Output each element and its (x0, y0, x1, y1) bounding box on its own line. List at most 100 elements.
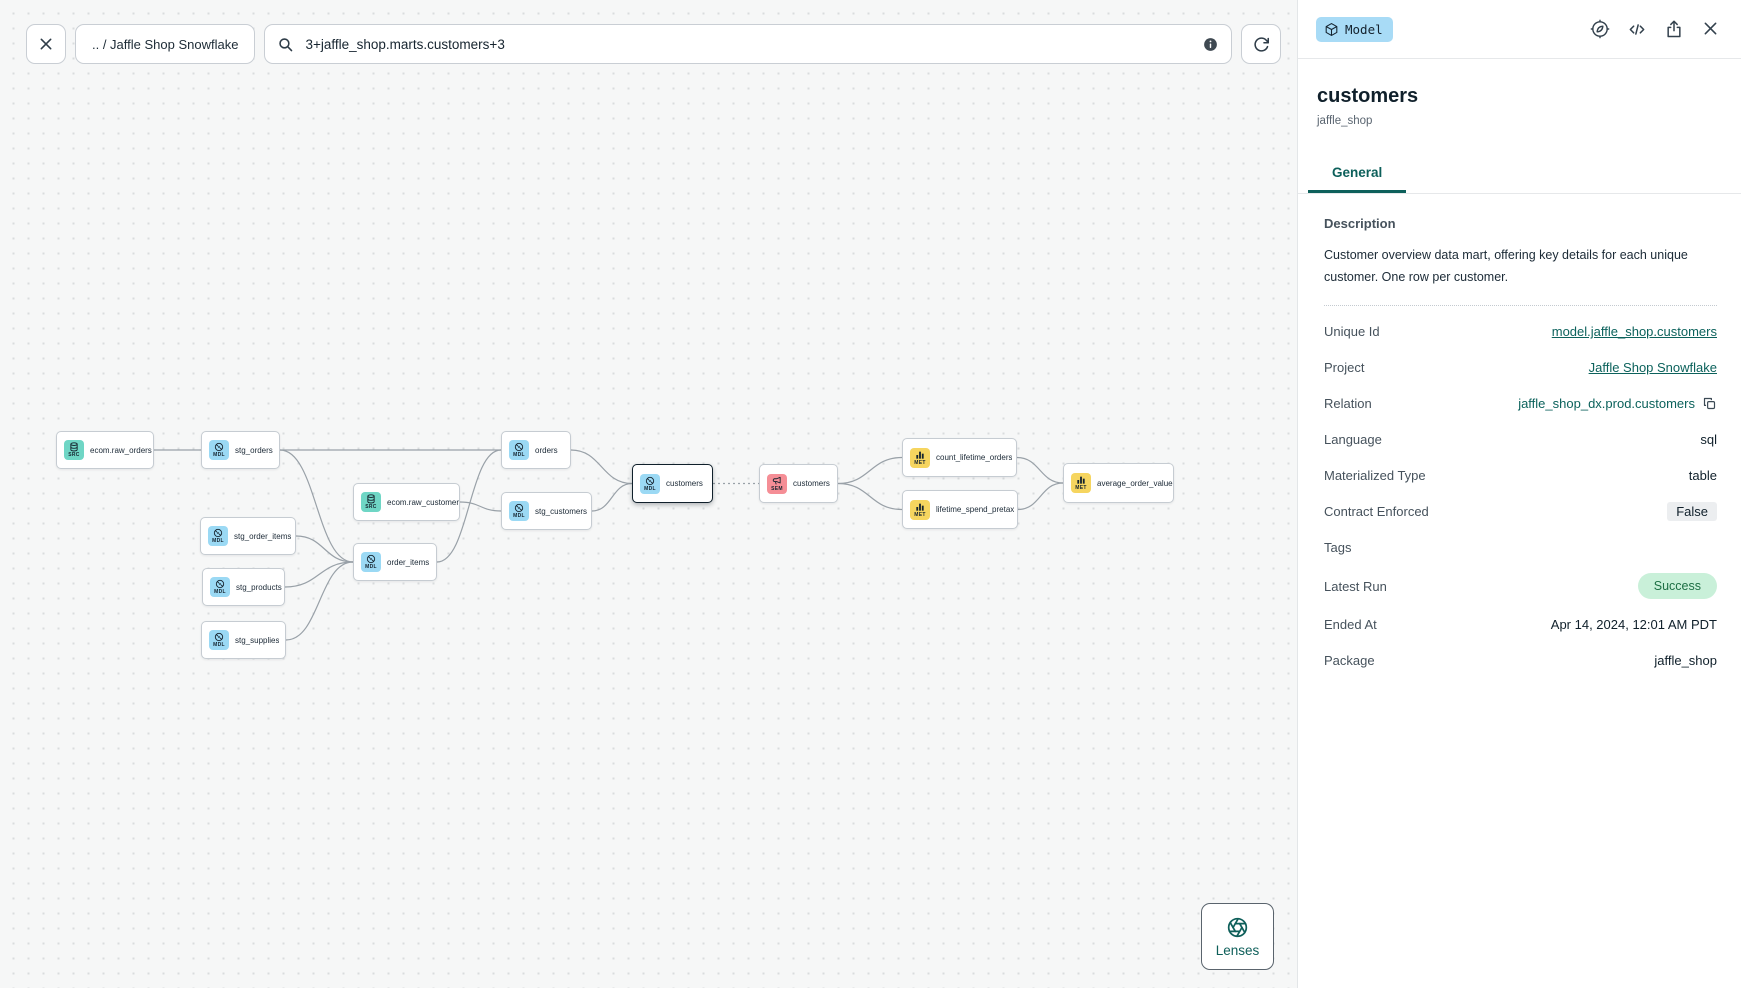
field-value: False (1667, 502, 1717, 521)
field-value: jaffle_shop_dx.prod.customers (1518, 396, 1717, 411)
node-label: average_order_value (1097, 478, 1173, 488)
graph-node-stg_customers[interactable]: MDL stg_customers (501, 492, 592, 530)
lineage-search[interactable] (264, 24, 1232, 64)
field-row-contract-enforced: Contract Enforced False (1324, 501, 1717, 522)
field-link[interactable]: model.jaffle_shop.customers (1551, 324, 1717, 339)
database-icon: SRC (361, 492, 381, 512)
graph-node-average_order_value[interactable]: MET average_order_value (1063, 463, 1174, 503)
field-row-relation: Relation jaffle_shop_dx.prod.customers (1324, 393, 1717, 414)
node-label: order_items (387, 557, 430, 567)
edge-customers_sem-to-count_lifetime_orders (837, 456, 903, 485)
tab-general[interactable]: General (1308, 157, 1407, 193)
graph-node-orders[interactable]: MDL orders (501, 431, 571, 469)
details-panel: Model customers jaffle_shop General Desc… (1297, 0, 1741, 988)
model-orb-icon: MDL (208, 526, 228, 546)
search-input[interactable] (303, 35, 1193, 53)
field-label: Project (1324, 360, 1365, 375)
field-label: Language (1324, 432, 1382, 447)
graph-node-stg_orders[interactable]: MDL stg_orders (201, 431, 280, 469)
field-label: Latest Run (1324, 578, 1387, 594)
edge-stg_order_items-to-order_items (295, 535, 354, 563)
lenses-label: Lenses (1215, 942, 1260, 958)
model-orb-icon: MDL (509, 501, 529, 521)
edge-ecom.raw_customers-to-stg_customers (459, 501, 502, 512)
package-subtitle: jaffle_shop (1317, 115, 1373, 127)
status-badge: Success (1637, 573, 1717, 599)
description-label: Description (1324, 216, 1396, 231)
panel-header: Model (1298, 0, 1741, 59)
field-value: Apr 14, 2024, 12:01 AM PDT (1550, 617, 1717, 632)
bar-chart-icon: MET (910, 447, 930, 468)
field-row-latest-run: Latest Run Success (1324, 573, 1717, 599)
graph-node-customers[interactable]: MDL customers (632, 464, 713, 503)
edge-order_items-to-orders (436, 449, 502, 563)
field-value: table (1688, 468, 1717, 483)
graph-node-stg_supplies[interactable]: MDL stg_supplies (201, 621, 286, 659)
node-label: stg_products (236, 582, 282, 592)
edge-customers_sem-to-lifetime_spend_pretax (837, 482, 903, 511)
node-label: stg_orders (235, 445, 273, 455)
info-icon[interactable] (1202, 36, 1219, 53)
field-row-tags: Tags (1324, 537, 1717, 558)
code-icon[interactable] (1627, 19, 1647, 39)
panel-tabs: General (1298, 157, 1741, 194)
search-icon (277, 36, 294, 53)
close-panel-icon[interactable] (1701, 19, 1721, 39)
field-row-language: Language sql (1324, 429, 1717, 450)
field-value: sql (1700, 432, 1717, 447)
edge-stg_customers-to-customers (591, 482, 633, 512)
description-text: Customer overview data mart, offering ke… (1324, 248, 1688, 284)
explore-compass-icon[interactable] (1590, 19, 1610, 39)
copy-icon[interactable] (1702, 396, 1717, 411)
model-orb-icon: MDL (640, 473, 660, 494)
model-orb-icon: MDL (509, 440, 529, 460)
field-link[interactable]: Jaffle Shop Snowflake (1588, 360, 1717, 375)
bar-chart-icon: MET (1071, 473, 1091, 493)
field-value: Jaffle Shop Snowflake (1589, 360, 1717, 375)
close-lineage-button[interactable] (26, 24, 66, 64)
field-label: Materialized Type (1324, 468, 1426, 483)
node-label: customers (793, 479, 830, 488)
model-orb-icon: MDL (209, 630, 229, 650)
refresh-button[interactable] (1241, 24, 1281, 64)
close-icon (38, 36, 54, 52)
field-value: jaffle_shop (1654, 653, 1717, 668)
field-label: Relation (1324, 396, 1372, 411)
field-row-materialized-type: Materialized Type table (1324, 465, 1717, 486)
divider (1324, 305, 1717, 306)
node-label: orders (535, 445, 558, 455)
breadcrumb[interactable]: .. / Jaffle Shop Snowflake (75, 24, 256, 64)
field-value: model.jaffle_shop.customers (1552, 324, 1717, 339)
lenses-button[interactable]: Lenses (1201, 903, 1274, 970)
graph-node-customers_sem[interactable]: SEM customers (759, 464, 838, 503)
model-orb-icon: MDL (209, 440, 229, 460)
edge-stg_supplies-to-order_items (285, 561, 354, 641)
node-label: customers (666, 479, 703, 488)
resource-type-badge: Model (1316, 16, 1393, 42)
lineage-toolbar: .. / Jaffle Shop Snowflake (26, 24, 1281, 64)
refresh-icon (1253, 36, 1270, 53)
field-label: Contract Enforced (1324, 504, 1429, 519)
edge-stg_orders-to-order_items (279, 449, 354, 563)
field-row-project: Project Jaffle Shop Snowflake (1324, 357, 1717, 378)
bar-chart-icon: MET (910, 499, 930, 520)
share-icon[interactable] (1664, 19, 1684, 39)
edge-lifetime_spend_pretax-to-average_order_value (1017, 482, 1064, 511)
node-label: stg_supplies (235, 635, 280, 645)
breadcrumb-label: .. / Jaffle Shop Snowflake (92, 36, 239, 52)
node-label: stg_customers (535, 506, 588, 516)
megaphone-icon: SEM (767, 473, 787, 494)
lens-aperture-icon (1226, 916, 1249, 939)
